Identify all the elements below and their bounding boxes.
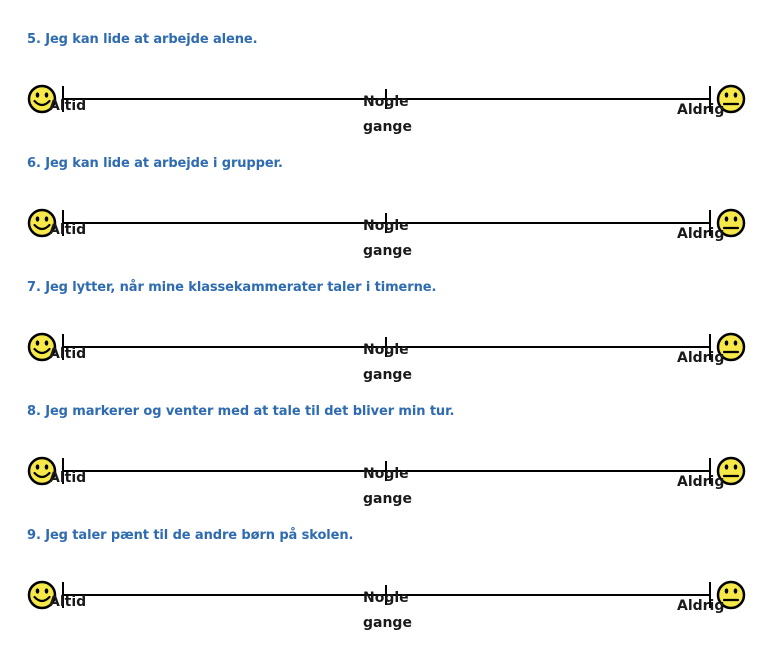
label-sometimes-line-1: Nogle xyxy=(363,218,409,234)
neutral-face-icon xyxy=(716,84,746,114)
label-always: Altid xyxy=(49,222,87,238)
survey-item-5: 5. Jeg kan lide at arbejde alene. Altid … xyxy=(0,32,770,156)
smiley-face-icon xyxy=(27,456,57,486)
survey-item-6: 6. Jeg kan lide at arbejde i grupper. Al… xyxy=(0,156,770,280)
rating-scale[interactable] xyxy=(0,302,770,362)
question-text: 9. Jeg taler pænt til de andre børn på s… xyxy=(27,528,354,543)
survey-item-8: 8. Jeg markerer og venter med at tale ti… xyxy=(0,404,770,528)
rating-scale[interactable] xyxy=(0,426,770,486)
label-never: Aldrig xyxy=(677,226,725,242)
neutral-face-icon xyxy=(716,580,746,610)
neutral-face-icon xyxy=(716,332,746,362)
rating-scale[interactable] xyxy=(0,178,770,238)
question-text: 5. Jeg kan lide at arbejde alene. xyxy=(27,32,258,47)
label-sometimes: Nogle gange xyxy=(363,90,423,140)
label-sometimes: Nogle gange xyxy=(363,586,423,636)
smiley-face-icon xyxy=(27,332,57,362)
label-sometimes: Nogle gange xyxy=(363,214,423,264)
label-never: Aldrig xyxy=(677,102,725,118)
question-text: 6. Jeg kan lide at arbejde i grupper. xyxy=(27,156,283,171)
label-sometimes-line-1: Nogle xyxy=(363,94,409,110)
label-never: Aldrig xyxy=(677,350,725,366)
smiley-face-icon xyxy=(27,208,57,238)
label-sometimes-line-1: Nogle xyxy=(363,590,409,606)
question-text: 7. Jeg lytter, når mine klassekammerater… xyxy=(27,280,437,295)
smiley-face-icon xyxy=(27,580,57,610)
label-sometimes-line-2: gange xyxy=(363,615,412,631)
rating-scale[interactable] xyxy=(0,550,770,610)
smiley-face-icon xyxy=(27,84,57,114)
neutral-face-icon xyxy=(716,208,746,238)
label-sometimes: Nogle gange xyxy=(363,462,423,512)
label-sometimes-line-2: gange xyxy=(363,119,412,135)
label-sometimes: Nogle gange xyxy=(363,338,423,388)
label-sometimes-line-2: gange xyxy=(363,243,412,259)
label-always: Altid xyxy=(49,470,87,486)
rating-scale[interactable] xyxy=(0,54,770,114)
label-always: Altid xyxy=(49,98,87,114)
label-sometimes-line-2: gange xyxy=(363,491,412,507)
survey-item-7: 7. Jeg lytter, når mine klassekammerater… xyxy=(0,280,770,404)
label-always: Altid xyxy=(49,346,87,362)
question-text: 8. Jeg markerer og venter med at tale ti… xyxy=(27,404,455,419)
label-never: Aldrig xyxy=(677,598,725,614)
label-always: Altid xyxy=(49,594,87,610)
survey-item-9: 9. Jeg taler pænt til de andre børn på s… xyxy=(0,528,770,652)
label-sometimes-line-1: Nogle xyxy=(363,342,409,358)
label-sometimes-line-2: gange xyxy=(363,367,412,383)
label-never: Aldrig xyxy=(677,474,725,490)
label-sometimes-line-1: Nogle xyxy=(363,466,409,482)
neutral-face-icon xyxy=(716,456,746,486)
